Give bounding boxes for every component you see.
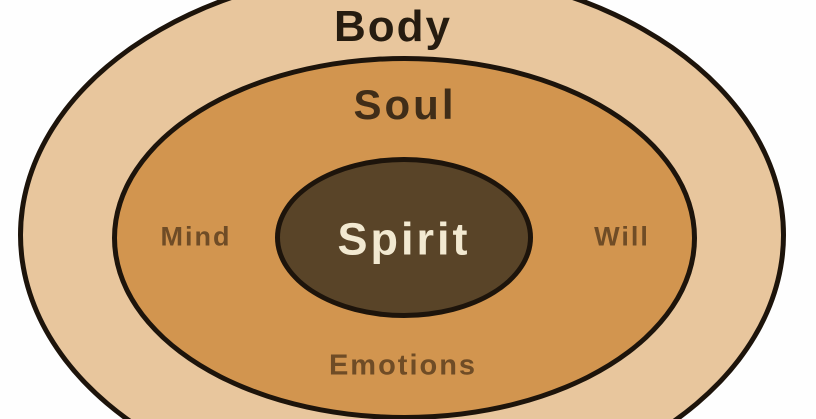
soul-label: Soul xyxy=(353,81,457,128)
emotions-label: Emotions xyxy=(328,349,478,382)
will-label: Will xyxy=(594,221,650,252)
spirit-circle xyxy=(275,157,533,318)
body-label: Body xyxy=(334,2,452,51)
spirit-label: Spirit xyxy=(337,213,471,265)
mind-label: Mind xyxy=(160,221,232,252)
